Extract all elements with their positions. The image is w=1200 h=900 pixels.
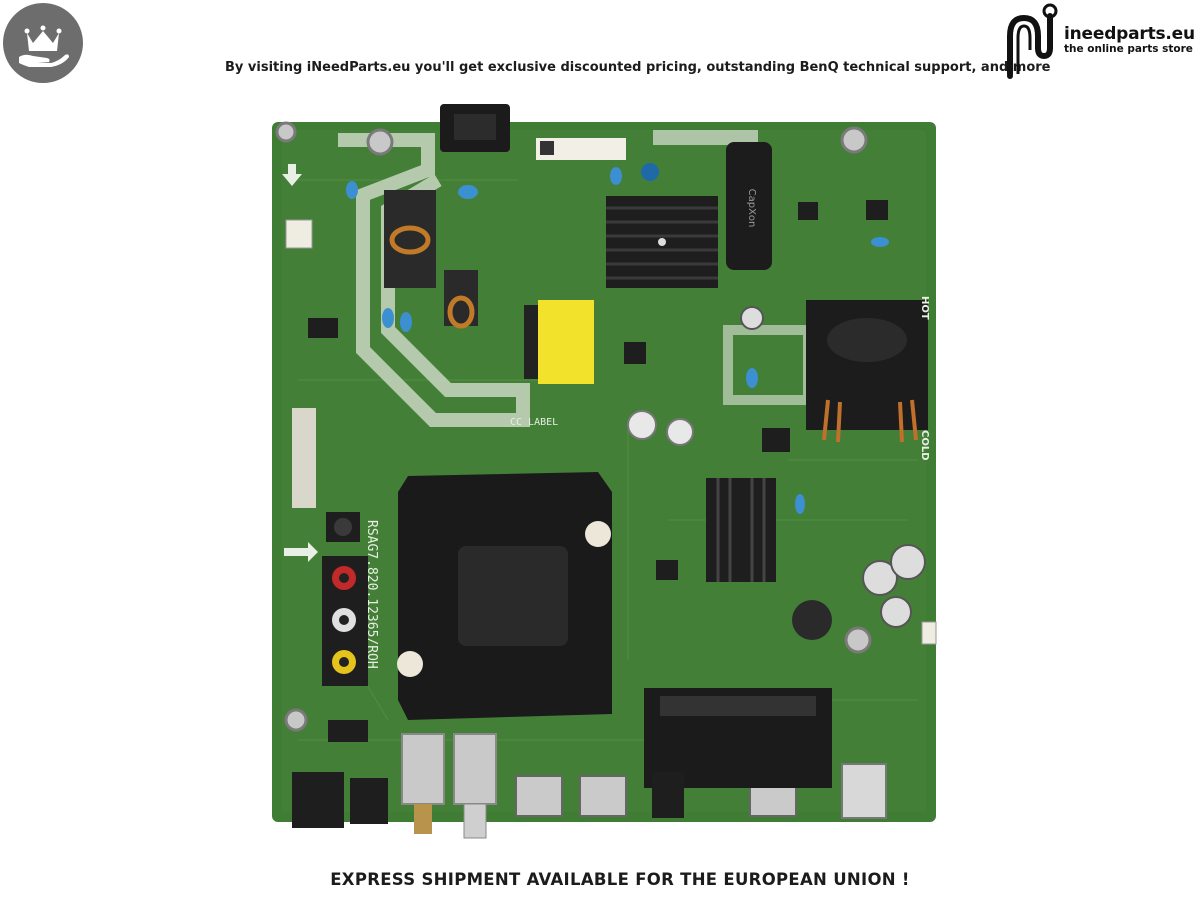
brand-subtitle: the online parts store: [1064, 43, 1193, 55]
capacitor-large: CapXon: [726, 142, 772, 270]
svg-text:CapXon: CapXon: [746, 189, 757, 228]
crown-hand-badge-icon: [3, 3, 83, 83]
transformer-large: [806, 300, 928, 443]
cold-label: COLD: [919, 430, 930, 461]
heatsink-top: [606, 196, 718, 288]
ci-slot: [644, 688, 832, 788]
hot-label: HOT: [919, 296, 930, 320]
optical-port: [292, 772, 344, 828]
headphone-jack: [652, 772, 684, 818]
tuner-connector: [401, 733, 497, 839]
brand-name: ineedparts.eu: [1064, 24, 1195, 44]
serial-sticker: [536, 138, 626, 160]
brand-logo[interactable]: ineedparts.eu the online parts store: [1000, 2, 1196, 82]
cc-label: CC LABEL: [510, 417, 558, 428]
header-tagline: By visiting iNeedParts.eu you'll get exc…: [225, 60, 1051, 75]
rca-jacks: [322, 556, 368, 686]
heatsink-small: [706, 478, 776, 582]
yellow-transformer: [538, 300, 594, 384]
usb-port: [841, 763, 887, 819]
plug-logo-icon: [1007, 3, 1058, 79]
footer-shipping-notice: EXPRESS SHIPMENT AVAILABLE FOR THE EUROP…: [330, 870, 910, 889]
product-image-mainboard: CapXon HOT COLD RSAG7.820: [268, 100, 948, 860]
main-chip-heatsink: [397, 472, 612, 720]
